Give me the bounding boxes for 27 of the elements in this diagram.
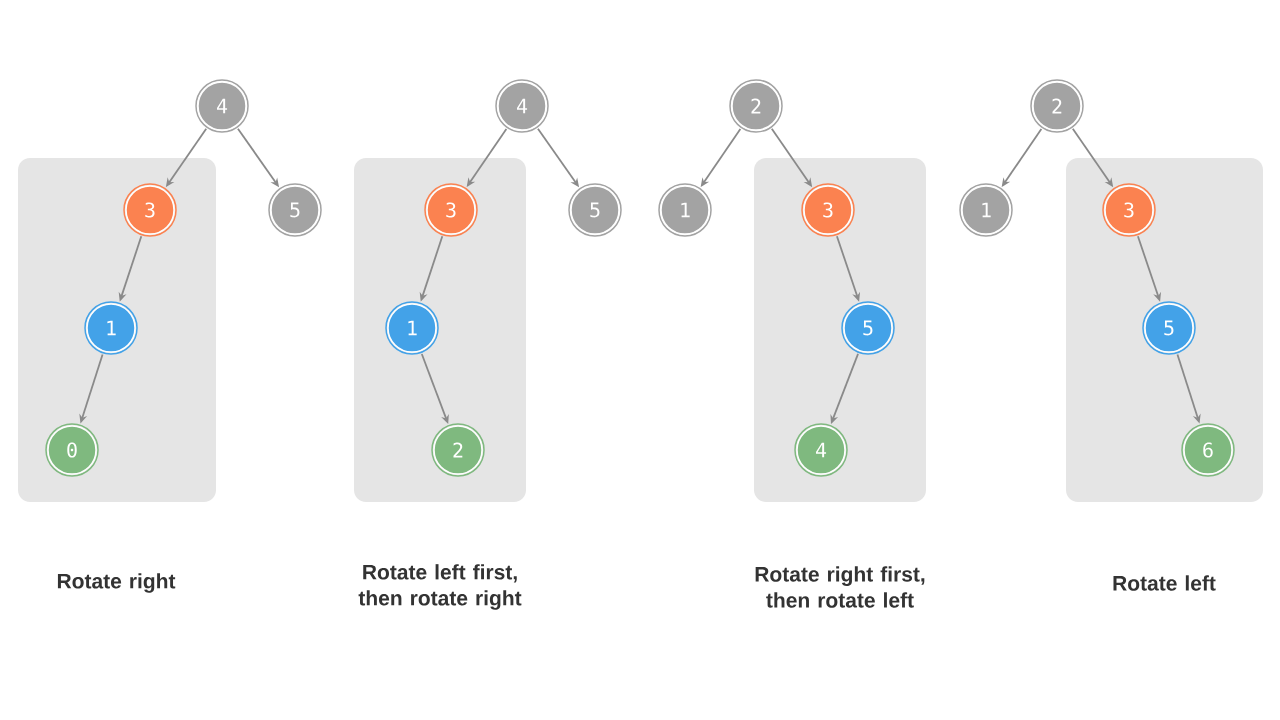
caption: Rotate left — [1113, 575, 1216, 591]
tree-node: 5 — [1142, 301, 1196, 355]
caption: Rotate right — [57, 573, 176, 593]
tree-node: 2 — [729, 79, 783, 133]
tree-node: 1 — [385, 301, 439, 355]
tree-node: 4 — [195, 79, 249, 133]
tree-node: 4 — [495, 79, 549, 133]
tree-node: 6 — [1181, 423, 1235, 477]
tree-node: 3 — [1102, 183, 1156, 237]
tree-node: 5 — [841, 301, 895, 355]
tree-node: 1 — [658, 183, 712, 237]
tree-node: 3 — [424, 183, 478, 237]
tree-node: 3 — [801, 183, 855, 237]
caption: Rotate left first, then rotate right — [358, 564, 522, 610]
tree-node: 3 — [123, 183, 177, 237]
panel-box — [18, 158, 216, 502]
caption: Rotate right first, then rotate left — [755, 566, 925, 608]
panel-box — [1066, 158, 1263, 502]
arrow — [420, 353, 449, 424]
tree-node: 5 — [268, 183, 322, 237]
tree-node: 4 — [794, 423, 848, 477]
tree-node: 2 — [431, 423, 485, 477]
tree-node: 2 — [1030, 79, 1084, 133]
tree-node: 0 — [45, 423, 99, 477]
tree-node: 5 — [568, 183, 622, 237]
tree-node: 1 — [84, 301, 138, 355]
tree-node: 1 — [959, 183, 1013, 237]
